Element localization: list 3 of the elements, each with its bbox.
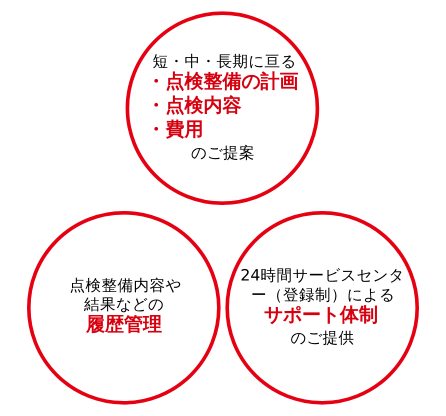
node-circle: 点検整備内容や結果などの 履歴管理 — [27, 211, 221, 405]
node-circle: 短・中・長期に亘る ・点検整備の計画 ・点検内容 ・費用 のご提案 — [126, 11, 320, 205]
node-circle: 24時間サービスセンター（登録制）による サポート体制 のご提供 — [225, 211, 419, 405]
